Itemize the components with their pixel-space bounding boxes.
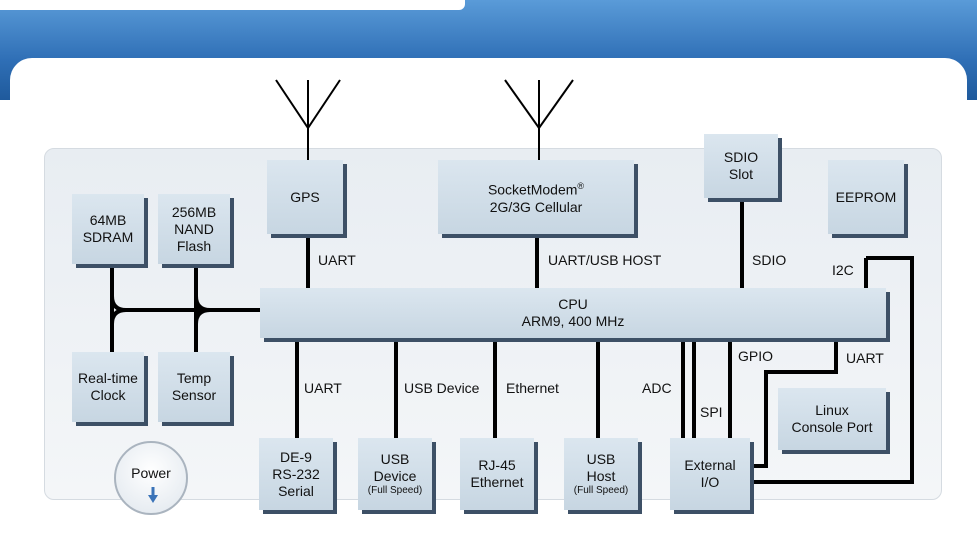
gps-antenna-right: [307, 79, 341, 129]
gps-block: GPS: [267, 160, 343, 234]
modem-antenna-right: [538, 79, 574, 129]
usb-host-speed: (Full Speed): [573, 485, 629, 496]
sdio-link-label: SDIO: [752, 252, 787, 268]
socketmodem-cellular: 2G/3G Cellular: [489, 198, 583, 215]
temp-sensor-block: Temp Sensor: [158, 352, 230, 422]
power-label: Power: [131, 465, 171, 481]
spi-link-label: SPI: [700, 404, 723, 420]
ethernet-link-label: Ethernet: [506, 380, 559, 396]
usb-device-speed: (Full Speed): [367, 485, 423, 496]
usb-device-block: USB Device(Full Speed): [358, 438, 432, 510]
i2c-link-label: I2C: [832, 262, 854, 278]
sdio-slot-block: SDIO Slot: [704, 134, 778, 198]
modem-antenna-left: [504, 79, 540, 129]
external-io-block: External I/O: [670, 438, 750, 510]
real-time-clock-block: Real-time Clock: [72, 352, 144, 422]
linux-console-port-block: Linux Console Port: [778, 388, 886, 450]
down-arrow-icon: [148, 487, 158, 503]
cpu-block: CPU ARM9, 400 MHz: [260, 288, 886, 338]
header-tab-notch: [0, 0, 465, 10]
usb-device-label: USB Device: [373, 451, 417, 484]
adc-link-label: ADC: [642, 380, 672, 396]
console-uart-label: UART: [846, 350, 884, 366]
power-button[interactable]: Power: [114, 441, 188, 515]
gps-antenna-left: [275, 79, 309, 129]
socketmodem-name: SocketModem: [487, 181, 578, 198]
registered-mark: ®: [577, 181, 585, 192]
usb-host-block: USB Host(Full Speed): [564, 438, 638, 510]
eeprom-block: EEPROM: [828, 160, 904, 234]
serial-uart-label: UART: [304, 380, 342, 396]
nand-flash-block: 256MB NAND Flash: [158, 194, 230, 264]
socketmodem-block: SocketModem® 2G/3G Cellular: [438, 160, 634, 234]
sdram-block: 64MB SDRAM: [72, 194, 144, 264]
modem-link-label: UART/USB HOST: [548, 252, 662, 268]
gpio-link-label: GPIO: [738, 348, 774, 364]
serial-port-block: DE-9 RS-232 Serial: [259, 438, 333, 510]
rj45-ethernet-block: RJ-45 Ethernet: [460, 438, 534, 510]
usb-host-label: USB Host: [586, 451, 616, 484]
gps-uart-label: UART: [318, 252, 356, 268]
usb-device-link-label: USB Device: [404, 380, 480, 396]
